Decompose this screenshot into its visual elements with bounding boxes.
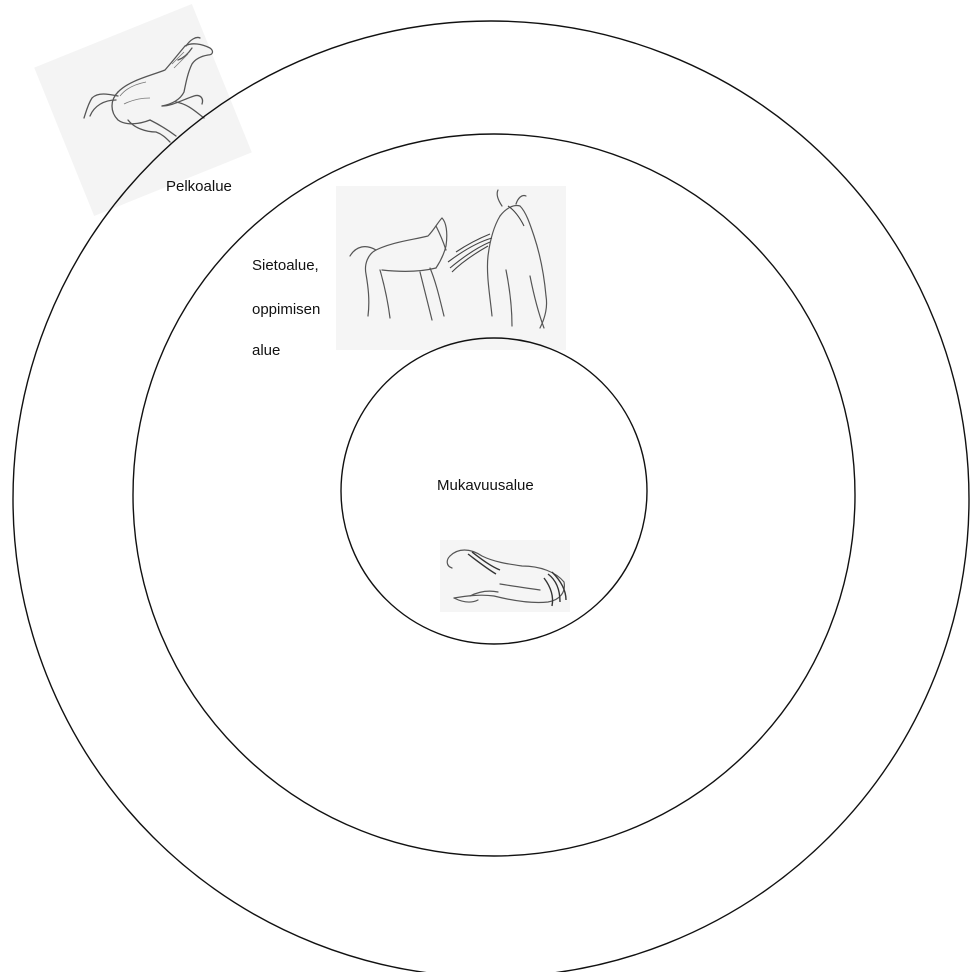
stretch-zone-label-line: oppimisen: [252, 302, 320, 317]
fear-zone-label: Pelkoalue: [166, 178, 232, 195]
stretch-zone-label-line: alue: [252, 343, 280, 358]
comfort-zone-label: Mukavuusalue: [437, 477, 534, 494]
two-horses-sketch: [336, 186, 566, 350]
stretch-zone-label-line: Sietoalue,: [252, 258, 319, 273]
lying-horse-sketch: [440, 540, 570, 612]
